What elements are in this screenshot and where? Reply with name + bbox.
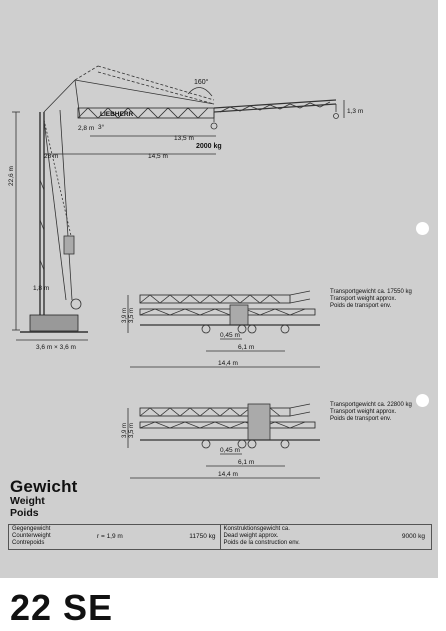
crane-small-offset: 2,8 m — [78, 125, 94, 132]
transport1-weight-en: Transport weight approx. — [330, 296, 396, 302]
counterweight-radius: r = 1,9 m — [97, 533, 123, 540]
weight-table: Gegengewicht Counterweight Contrepoids r… — [8, 524, 432, 550]
crane-mid-mark: 28 m — [44, 153, 58, 160]
counterweight-label-fr: Contrepoids — [12, 540, 45, 546]
crane-drawing: 160° LIEBHERR 1,3 m 2,8 m 3° 13,5 m 2000… — [8, 65, 363, 351]
punch-hole — [416, 222, 429, 235]
dead-weight-label-en: Dead weight approx. — [223, 533, 279, 539]
transport-drawing-2: 3,9 m 3,5 m 0,45 m 6,1 m 14,4 m Transpor… — [122, 402, 412, 479]
transport2-axle-spacing: 6,1 m — [238, 459, 254, 466]
crane-base-width: 3,6 m × 3,6 m — [36, 344, 76, 351]
transport1-total-length: 14,4 m — [218, 360, 238, 367]
crane-hook-load: 2000 kg — [196, 143, 222, 150]
transport1-height-a: 3,9 m — [122, 308, 128, 323]
punch-hole — [416, 394, 429, 407]
transport2-height-a: 3,9 m — [122, 423, 128, 438]
transport1-height-b: 3,5 m — [129, 308, 135, 323]
counterweight-value: 11750 kg — [189, 533, 216, 540]
spec-sheet: 160° LIEBHERR 1,3 m 2,8 m 3° 13,5 m 2000… — [0, 0, 438, 578]
dead-weight-label-fr: Poids de la construction env. — [223, 540, 300, 546]
crane-tip-offset: 1,3 m — [347, 108, 363, 115]
crane-hook-reach: 13,5 m — [174, 135, 194, 142]
crane-angle: 160° — [194, 78, 209, 86]
weight-heading: Gewicht Weight Poids — [10, 478, 78, 518]
transport-drawing-1: 3,9 m 3,5 m 0,45 m 6,1 m 14,4 m Transpor… — [122, 289, 412, 368]
transport2-height-b: 3,5 m — [129, 423, 135, 438]
crane-brand: LIEBHERR — [100, 111, 134, 118]
counterweight-label-de: Gegengewicht — [12, 526, 51, 532]
heading-en: Weight — [10, 495, 45, 507]
transport2-total-length: 14,4 m — [218, 471, 238, 478]
crane-height: 22,6 m — [8, 166, 15, 186]
heading-de: Gewicht — [10, 477, 78, 496]
transport2-axle-gap: 0,45 m — [220, 447, 240, 454]
crane-mast-mark: 3° — [98, 123, 105, 131]
crane-jib-length: 14,5 m — [148, 153, 168, 160]
transport2-weight-fr: Poids de transport env. — [330, 416, 392, 422]
transport1-weight-fr: Poids de transport env. — [330, 303, 392, 309]
dead-weight-cell: Konstruktionsgewicht ca. Dead weight app… — [219, 525, 432, 549]
transport1-axle-spacing: 6,1 m — [238, 344, 254, 351]
counterweight-label-en: Counterweight — [12, 533, 51, 539]
transport1-axle-gap: 0,45 m — [220, 332, 240, 339]
dead-weight-value: 9000 kg — [401, 533, 425, 540]
counterweight-cell: Gegengewicht Counterweight Contrepoids r… — [9, 525, 220, 549]
heading-fr: Poids — [10, 506, 39, 519]
crane-ballast-height: 1,8 m — [33, 285, 49, 292]
model-name: 22 SE — [10, 587, 114, 628]
transport2-weight-en: Transport weight approx. — [330, 409, 396, 415]
dead-weight-label-de: Konstruktionsgewicht ca. — [223, 526, 290, 532]
transport1-weight-de: Transportgewicht ca. 17550 kg — [330, 289, 412, 295]
transport2-weight-de: Transportgewicht ca. 22800 kg — [330, 402, 412, 408]
